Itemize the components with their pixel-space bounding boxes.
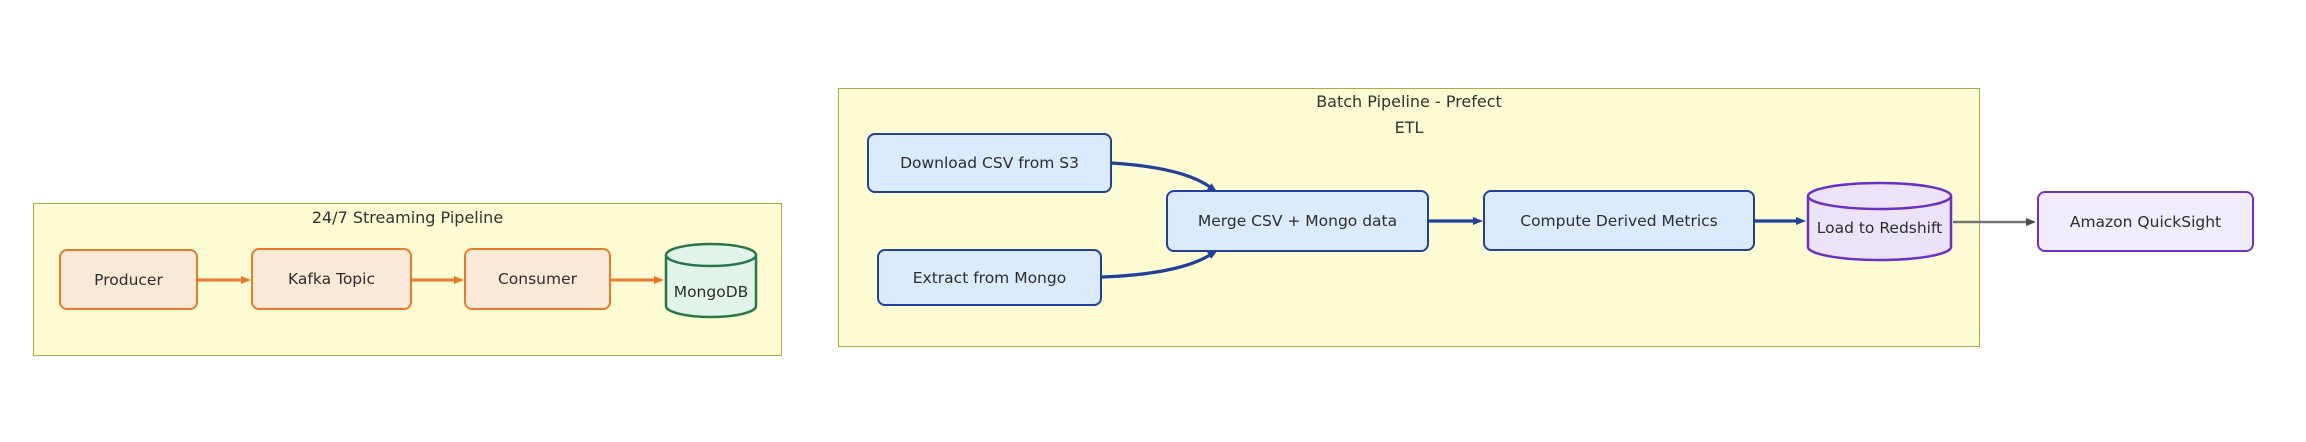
node-label: Compute Derived Metrics (1520, 211, 1718, 230)
subgraph-title-batch: Batch Pipeline - Prefect (1316, 92, 1502, 111)
node-label: Producer (94, 270, 163, 289)
node-label: Merge CSV + Mongo data (1197, 212, 1398, 230)
node-label: Kafka Topic (288, 270, 375, 288)
node-label: Consumer (497, 270, 578, 288)
subgraph-title-streaming: 24/7 Streaming Pipeline (311, 208, 504, 227)
node-mongodb: MongoDB (664, 242, 758, 320)
node-amazon-quicksight: Amazon QuickSight (2037, 191, 2254, 252)
node-consumer: Consumer (464, 248, 611, 310)
database-cylinder-icon (1806, 181, 1953, 262)
node-producer: Producer (59, 249, 198, 310)
database-cylinder-icon (664, 242, 758, 319)
node-label: Amazon QuickSight (2069, 212, 2222, 231)
node-label: Extract from Mongo (912, 268, 1067, 287)
node-load-to-redshift: Load to Redshift (1806, 181, 1953, 265)
node-label: Load to Redshift (1816, 219, 1943, 237)
node-compute-derived-metrics: Compute Derived Metrics (1483, 190, 1755, 251)
subgraph-subtitle-batch: ETL (1394, 118, 1424, 137)
node-extract-from-mongo: Extract from Mongo (877, 249, 1102, 306)
node-kafka-topic: Kafka Topic (251, 248, 412, 310)
node-download-csv-from-s3: Download CSV from S3 (867, 133, 1112, 193)
node-label: MongoDB (673, 283, 749, 301)
node-label: Download CSV from S3 (900, 154, 1079, 172)
node-merge-csv-mongo-data: Merge CSV + Mongo data (1166, 190, 1429, 252)
